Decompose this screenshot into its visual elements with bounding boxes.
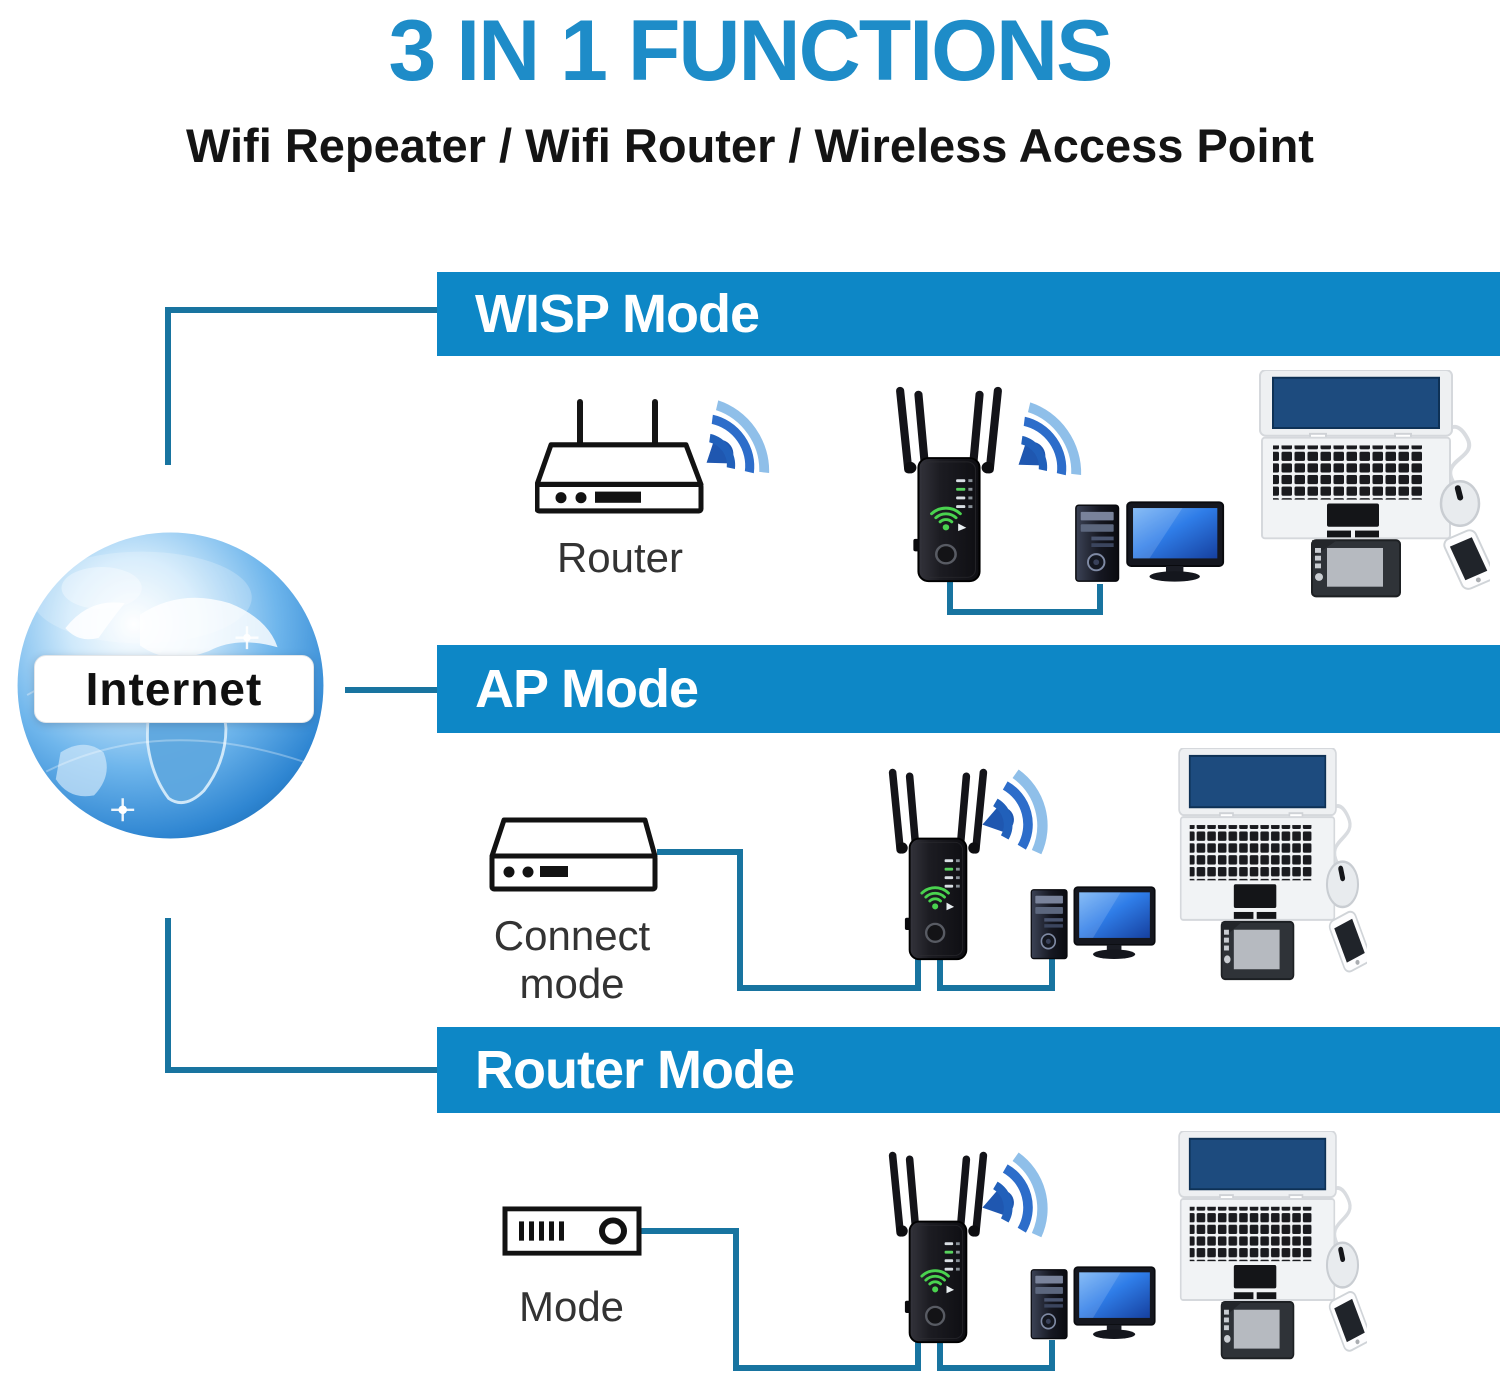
connector-box-to-repeater-row2 [657,849,921,991]
banner-wisp-mode-label: WISP Mode [475,284,760,344]
banner-wisp-mode: WISP Mode [437,272,1500,356]
laptop-workstation-icon [1175,1131,1367,1369]
desktop-pc-icon [1072,490,1227,585]
wifi-repeater-icon [893,383,1005,585]
connector-repeater-to-pc-row1 [947,579,1103,615]
page-subtitle: Wifi Repeater / Wifi Router / Wireless A… [186,119,1314,172]
modem-icon [502,1206,642,1258]
banner-ap-mode: AP Mode [437,645,1500,733]
desktop-pc-icon [1028,1256,1158,1342]
connector-internet-to-wisp [165,307,437,465]
connector-modem-to-repeater-row3 [640,1228,921,1371]
page-title: 3 IN 1 FUNCTIONS [388,3,1114,99]
connect-mode-label: Connect mode [493,912,651,1007]
connector-repeater-to-pc-row2 [937,958,1055,991]
internet-label: Internet [34,655,314,723]
banner-ap-mode-label: AP Mode [475,659,699,719]
mode-label: Mode [518,1283,625,1330]
connector-internet-to-router-mode [165,918,437,1073]
router-label: Router [556,534,684,581]
network-box-icon [489,816,659,894]
wireless-router-icon [535,398,705,515]
banner-router-mode: Router Mode [437,1027,1500,1113]
connector-repeater-to-pc-row3 [937,1340,1055,1371]
banner-router-mode-label: Router Mode [475,1040,795,1100]
laptop-workstation-icon [1255,370,1490,607]
desktop-pc-icon [1028,876,1158,962]
laptop-workstation-icon [1175,748,1367,990]
